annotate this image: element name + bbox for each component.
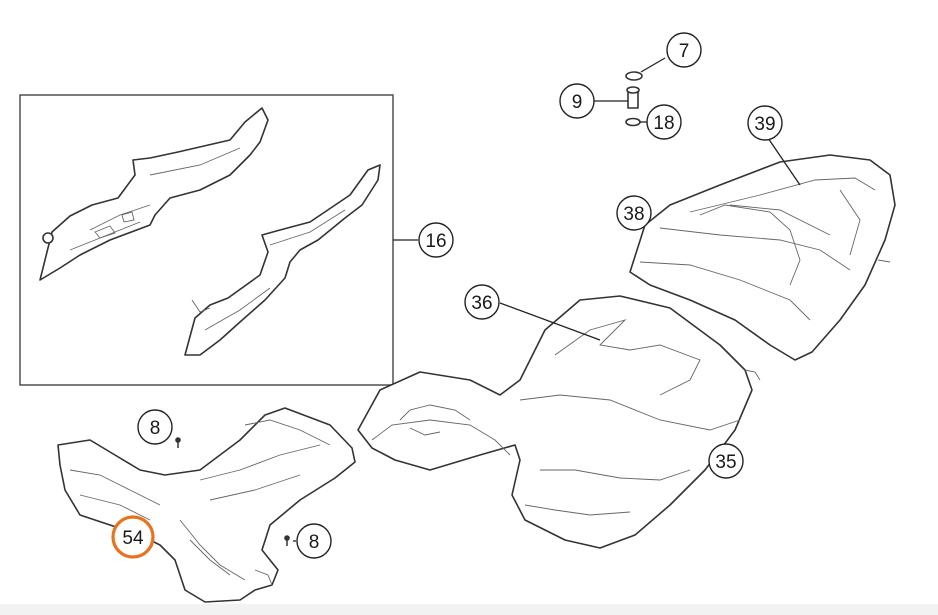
callout-label: 38 xyxy=(623,204,644,225)
fastener-assembly xyxy=(594,57,666,127)
callout-label: 18 xyxy=(653,113,674,134)
callout-18[interactable]: 18 xyxy=(646,104,682,140)
callout-54-highlighted[interactable]: 54 xyxy=(111,515,155,559)
highlight-ring xyxy=(111,515,155,559)
callout-label: 8 xyxy=(309,532,320,553)
callout-label: 54 xyxy=(122,528,144,549)
side-panel-left xyxy=(39,107,269,281)
screw-8-top xyxy=(175,437,181,448)
passenger-seat xyxy=(629,137,896,361)
callout-7[interactable]: 7 xyxy=(666,32,702,68)
callout-label: 7 xyxy=(679,41,690,62)
callout-8-bottom[interactable]: 8 xyxy=(296,523,332,559)
leader-39 xyxy=(767,137,801,186)
bottom-strip xyxy=(0,604,938,615)
callout-38[interactable]: 38 xyxy=(616,195,652,231)
screw-8-bottom xyxy=(284,535,290,546)
callout-36[interactable]: 36 xyxy=(464,284,500,320)
callout-label: 36 xyxy=(471,293,492,314)
rider-seat xyxy=(357,295,761,549)
callout-label: 8 xyxy=(150,418,161,439)
seat-tray-cover xyxy=(57,407,356,603)
callout-label: 16 xyxy=(425,231,446,252)
callout-39[interactable]: 39 xyxy=(747,105,783,141)
leader-7 xyxy=(640,57,666,73)
callout-8-top[interactable]: 8 xyxy=(137,409,173,445)
callout-label: 9 xyxy=(572,92,583,113)
callout-16[interactable]: 16 xyxy=(418,222,454,258)
callout-9[interactable]: 9 xyxy=(559,83,595,119)
side-panel-right xyxy=(184,164,381,356)
callout-35[interactable]: 35 xyxy=(708,443,744,479)
callout-label: 39 xyxy=(754,114,775,135)
leader-36 xyxy=(499,302,601,341)
callout-label: 35 xyxy=(715,452,736,473)
